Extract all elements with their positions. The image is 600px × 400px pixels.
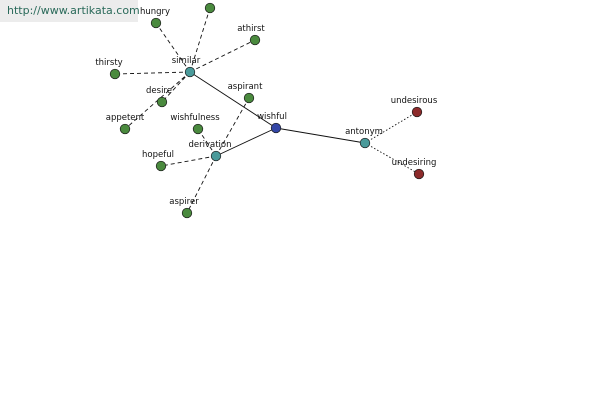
node-thirsty[interactable] bbox=[109, 68, 121, 80]
node-hungry[interactable] bbox=[150, 17, 162, 29]
node-aspirer[interactable] bbox=[181, 207, 193, 219]
source-url-banner: http://www.artikata.com bbox=[0, 0, 140, 22]
label-undesirous[interactable]: undesirous bbox=[391, 96, 438, 106]
edge-similar-athirst bbox=[189, 39, 256, 73]
edge-derivation-aspirer bbox=[186, 155, 217, 214]
label-appetent[interactable]: appetent bbox=[106, 113, 145, 123]
label-athirst[interactable]: athirst bbox=[237, 24, 265, 34]
graph-edges bbox=[114, 7, 420, 214]
edge-wishful-similar bbox=[189, 71, 277, 129]
label-wishful[interactable]: wishful bbox=[257, 112, 287, 122]
node-derivation[interactable] bbox=[210, 150, 222, 162]
edge-derivation-hopeful bbox=[160, 155, 217, 167]
node-wishfulness[interactable] bbox=[192, 123, 204, 135]
node-undesiring[interactable] bbox=[413, 168, 425, 180]
label-wishfulness[interactable]: wishfulness bbox=[170, 113, 220, 123]
node-desire[interactable] bbox=[156, 96, 168, 108]
node-athirst[interactable] bbox=[249, 34, 261, 46]
node-unlabeled_top[interactable] bbox=[204, 2, 216, 14]
label-hopeful[interactable]: hopeful bbox=[142, 150, 174, 160]
edge-antonym-undesirous bbox=[364, 111, 418, 144]
source-url-link[interactable]: http://www.artikata.com bbox=[7, 4, 140, 17]
label-desire[interactable]: desire bbox=[146, 86, 172, 96]
label-derivation[interactable]: derivation bbox=[188, 140, 231, 150]
node-hopeful[interactable] bbox=[155, 160, 167, 172]
node-appetent[interactable] bbox=[119, 123, 131, 135]
edge-wishful-antonym bbox=[275, 127, 366, 144]
label-undesiring[interactable]: undesiring bbox=[392, 158, 437, 168]
graph-nodes bbox=[109, 2, 425, 219]
node-antonym[interactable] bbox=[359, 137, 371, 149]
node-undesirous[interactable] bbox=[411, 106, 423, 118]
label-hungry[interactable]: hungry bbox=[140, 7, 170, 17]
label-similar[interactable]: similar bbox=[172, 56, 201, 66]
graph-labels: wishful similar derivation antonym hungry ath… bbox=[95, 7, 438, 207]
node-similar[interactable] bbox=[184, 66, 196, 78]
edge-similar-hungry bbox=[155, 22, 191, 73]
node-aspirant[interactable] bbox=[243, 92, 255, 104]
label-aspirant[interactable]: aspirant bbox=[228, 82, 263, 92]
edge-wishful-derivation bbox=[215, 127, 277, 157]
label-antonym[interactable]: antonym bbox=[345, 127, 383, 137]
node-wishful[interactable] bbox=[270, 122, 282, 134]
label-thirsty[interactable]: thirsty bbox=[95, 58, 122, 68]
edge-similar-thirsty bbox=[114, 71, 191, 75]
edge-derivation-wishfulness bbox=[197, 128, 217, 157]
label-aspirer[interactable]: aspirer bbox=[169, 197, 199, 207]
